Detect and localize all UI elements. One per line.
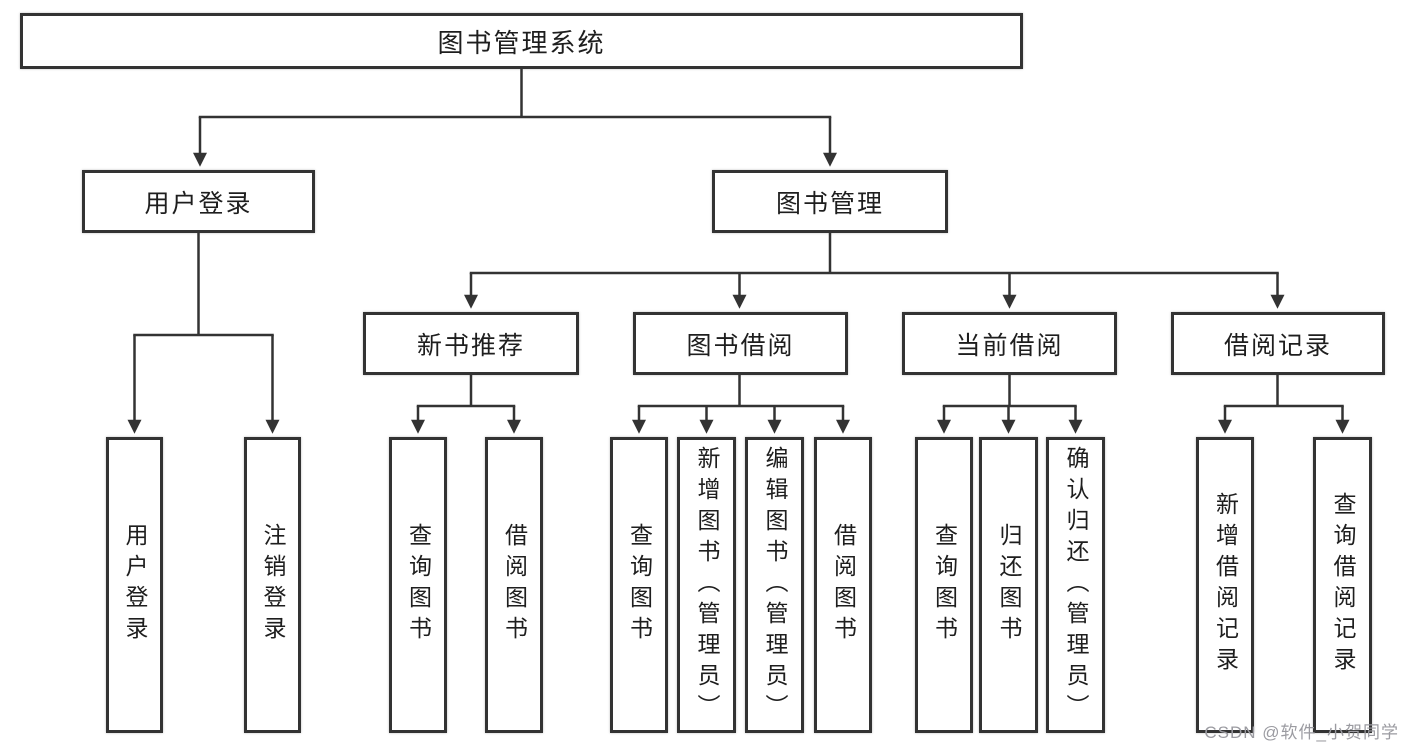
node-label: 查询图书 [405,523,432,647]
node-label: 查询图书 [931,523,958,647]
node-new-book-recommend: 新书推荐 [363,312,579,375]
leaf-edit-book-admin: 编辑图书（管理员） [745,437,804,733]
node-label: 借阅图书 [501,523,528,647]
node-label: 注销登录 [260,523,286,647]
node-user-login: 用户登录 [82,170,315,233]
node-book-borrow: 图书借阅 [633,312,848,375]
leaf-query-books-borrow: 查询图书 [610,437,668,733]
node-label: 图书管理系统 [437,27,606,58]
node-current-borrow: 当前借阅 [902,312,1117,375]
leaf-borrow-books: 借阅图书 [814,437,872,733]
node-system-root: 图书管理系统 [20,13,1023,69]
leaf-add-borrow-record: 新增借阅记录 [1196,437,1254,733]
leaf-query-books-recommend: 查询图书 [389,437,447,733]
leaf-add-book-admin: 新增图书（管理员） [677,437,736,733]
node-label: 用户登录 [144,189,253,218]
branch-lines [133,67,1344,408]
leaf-query-books-current: 查询图书 [915,437,973,733]
csdn-watermark: CSDN @软件_小贺同学 [1204,723,1399,742]
leaf-return-book: 归还图书 [979,437,1038,733]
leaf-borrow-books-recommend: 借阅图书 [485,437,543,733]
node-borrow-records: 借阅记录 [1171,312,1385,375]
node-label: 编辑图书（管理员） [762,445,788,725]
node-label: 查询借阅记录 [1330,492,1356,678]
node-label: 图书管理 [775,189,884,218]
node-label: 查询图书 [626,523,653,647]
node-label: 用户登录 [122,523,148,647]
node-label: 当前借阅 [955,331,1064,360]
leaf-query-borrow-record: 查询借阅记录 [1313,437,1372,733]
node-label: 借阅记录 [1223,331,1332,360]
node-label: 归还图书 [996,523,1022,647]
leaf-confirm-return-admin: 确认归还（管理员） [1046,437,1105,733]
node-label: 借阅图书 [830,523,857,647]
node-label: 确认归还（管理员） [1063,445,1089,725]
leaf-logout: 注销登录 [244,437,301,733]
node-book-management: 图书管理 [712,170,948,233]
node-label: 图书借阅 [686,331,795,360]
node-label: 新增图书（管理员） [694,445,720,725]
arrowheads [127,117,1350,434]
node-label: 新书推荐 [416,331,525,360]
node-label: 新增借阅记录 [1212,492,1239,678]
leaf-user-login: 用户登录 [106,437,163,733]
